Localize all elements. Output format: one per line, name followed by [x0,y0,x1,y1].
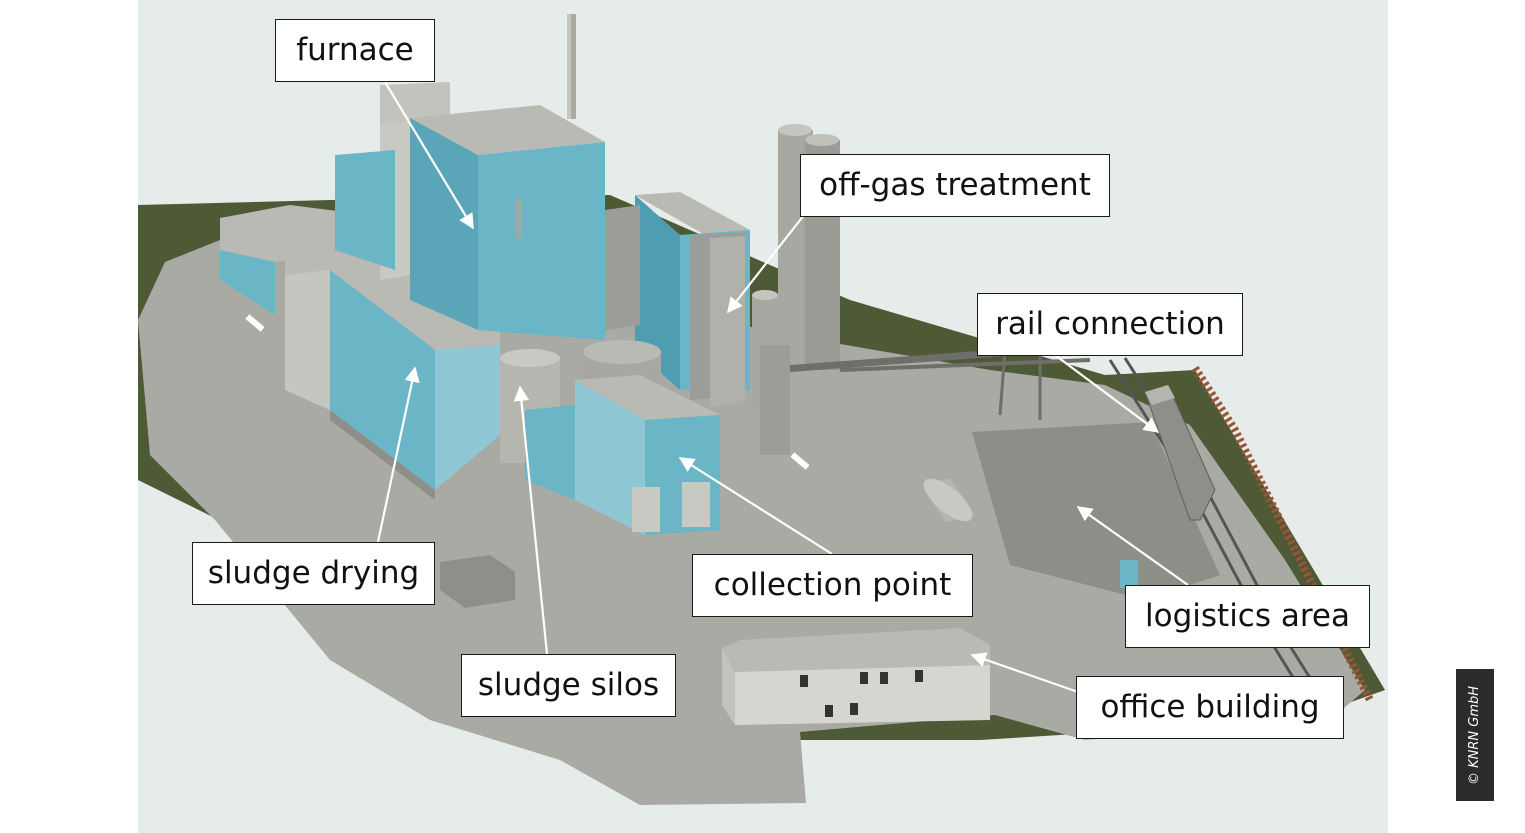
label-sludge-drying: sludge drying [192,542,435,605]
arrow-logistics [1076,506,1189,586]
copyright-badge: © KNRN GmbH [1456,669,1494,801]
arrow-silos [513,385,549,655]
label-office-building: office building [1076,676,1344,739]
rail-wagons [1144,384,1216,521]
kiosk [1120,560,1138,588]
label-rail-connection: rail connection [977,293,1243,356]
chimney [567,14,576,119]
arrow-furnace [384,81,474,230]
parking-mark-2 [790,452,810,470]
label-logistics-area: logistics area [1125,585,1370,648]
sludge-drying-building [285,235,500,500]
tanker-truck [922,478,975,522]
arrow-off-gas [727,209,809,314]
rail-track [1108,359,1312,706]
annotation-arrows [376,81,1189,694]
furnace-building [335,82,605,340]
container [440,555,515,608]
copyright-text: © KNRN GmbH [1467,685,1483,785]
arrow-sludge-drying [376,366,420,543]
off-gas-treatment-building [605,192,750,408]
collection-point-building [525,375,720,535]
office-building [722,628,990,725]
label-collection-point: collection point [692,554,973,617]
label-furnace: furnace [275,19,435,82]
arrow-collection [678,457,833,555]
label-off-gas-treatment: off-gas treatment [800,154,1110,217]
arrow-office [970,652,1079,694]
parking-mark [245,314,265,332]
arrow-rail [1054,354,1160,433]
logistics-pad [972,422,1220,600]
rail-fence [1191,365,1374,702]
label-sludge-silos: sludge silos [461,654,676,717]
